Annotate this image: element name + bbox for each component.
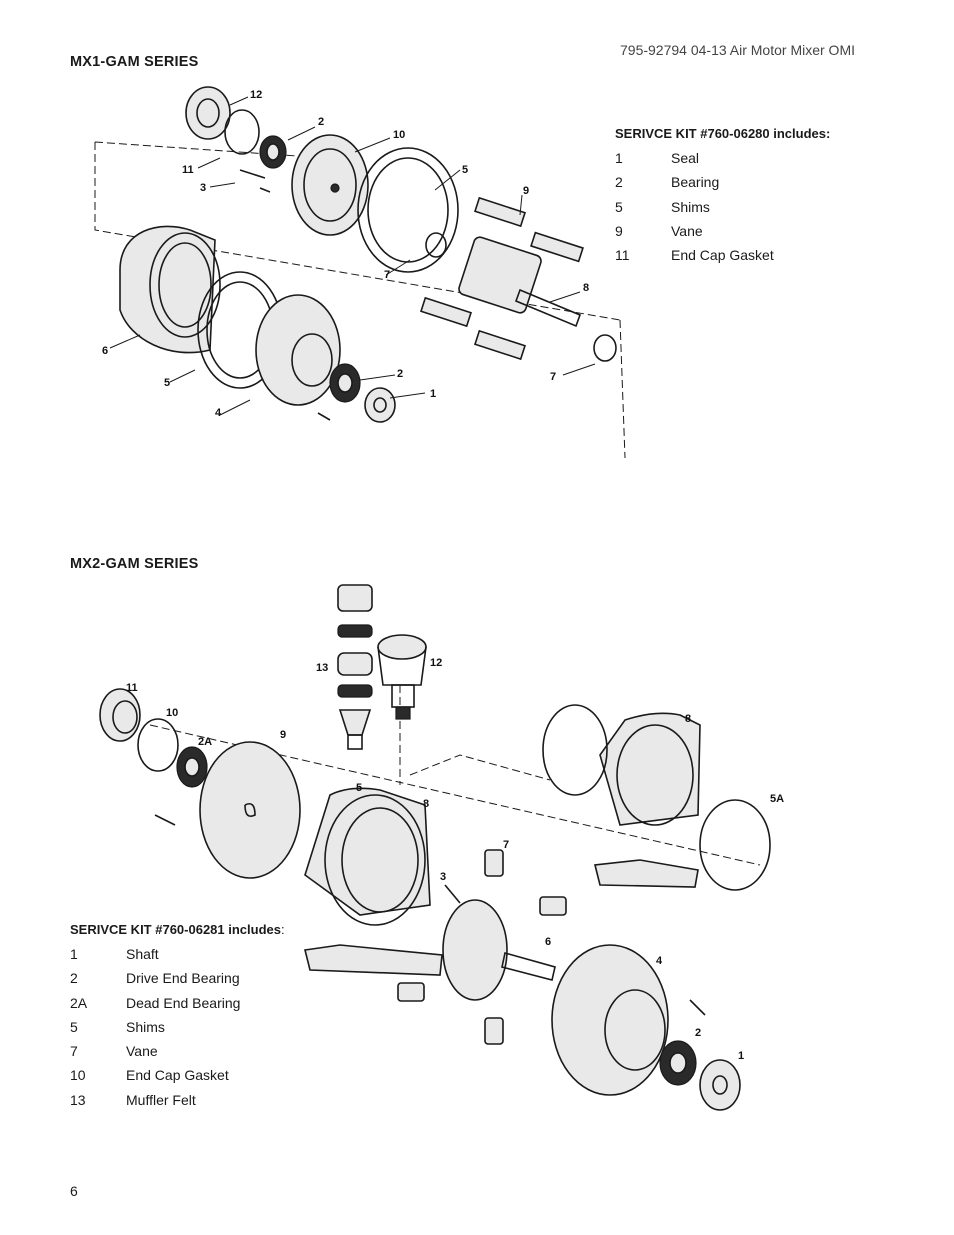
svg-text:12: 12 xyxy=(430,657,442,669)
mx1-leader-lines xyxy=(109,96,596,416)
svg-text:4: 4 xyxy=(656,955,663,967)
page-number: 6 xyxy=(70,1183,78,1199)
mx2-o-ring-top xyxy=(542,704,608,796)
mx2-part-7-vane xyxy=(539,896,567,916)
mx2-part-7-vane xyxy=(484,1017,504,1045)
mx1-part-8-rotor-shaft xyxy=(458,236,582,328)
mx2-part-7-vane xyxy=(484,849,504,877)
svg-text:8: 8 xyxy=(685,713,691,725)
mx2-service-kit-title: SERIVCE KIT #760-06281 includes: xyxy=(70,922,285,937)
svg-text:9: 9 xyxy=(523,185,529,197)
svg-text:5: 5 xyxy=(356,782,362,794)
mx1-part-9-vane xyxy=(474,196,526,228)
svg-text:6: 6 xyxy=(545,936,551,948)
svg-text:4: 4 xyxy=(215,407,222,419)
svg-text:10: 10 xyxy=(166,707,178,719)
svg-text:11: 11 xyxy=(182,164,194,176)
svg-text:1: 1 xyxy=(738,1050,744,1062)
mx2-part-11-endcap xyxy=(99,688,141,742)
mx1-part-6-housing xyxy=(119,225,221,354)
svg-text:2: 2 xyxy=(695,1027,701,1039)
mx2-section-title: MX2-GAM SERIES xyxy=(70,556,199,572)
mx2-part-10-gasket xyxy=(137,718,179,772)
mx1-screw-lower xyxy=(317,412,331,421)
mx1-section-title: MX1-GAM SERIES xyxy=(70,54,199,70)
svg-text:6: 6 xyxy=(102,345,108,357)
mx2-part-6-rotor xyxy=(442,899,556,1001)
mx2-part-3-pin xyxy=(444,884,461,904)
svg-text:12: 12 xyxy=(250,89,262,101)
svg-text:3: 3 xyxy=(440,871,446,883)
mx1-part-1-seal xyxy=(364,387,396,423)
svg-text:7: 7 xyxy=(550,371,556,383)
mx2-part-1-seal xyxy=(699,1059,741,1111)
svg-text:10: 10 xyxy=(393,129,405,141)
mx1-service-kit-title: SERIVCE KIT #760-06280 includes: xyxy=(615,126,831,141)
mx2-part-9-endplate xyxy=(199,741,301,879)
mx1-exploded-diagram: 12 2 10 11 3 5 9 6 8 5 7 2 1 4 7 xyxy=(94,86,626,459)
mx1-part-4-endplate xyxy=(255,294,341,406)
mx2-alignment-lines xyxy=(149,685,761,866)
svg-text:3: 3 xyxy=(200,182,206,194)
mx2-part-12-muffler xyxy=(377,634,427,720)
mx1-part-10-endplate xyxy=(291,134,369,236)
svg-text:9: 9 xyxy=(280,729,286,741)
mx2-part-8-housing-right xyxy=(594,712,701,888)
mx2-part-13-muffler xyxy=(337,584,373,750)
svg-text:13: 13 xyxy=(316,662,328,674)
svg-text:5: 5 xyxy=(164,377,170,389)
mx2-part-7-vane xyxy=(397,982,425,1002)
mx2-part-4-endplate xyxy=(551,944,669,1096)
mx1-part-12 xyxy=(185,86,231,140)
mx1-part-11-gasket xyxy=(224,109,260,155)
mx2-screw-right xyxy=(689,999,706,1016)
svg-text:5A: 5A xyxy=(770,793,784,805)
svg-text:2: 2 xyxy=(318,116,324,128)
document-reference: 795-92794 04-13 Air Motor Mixer OMI xyxy=(620,42,855,58)
mx1-part-7-shim-bottom xyxy=(593,334,617,362)
mx1-part-9-vane xyxy=(530,231,584,263)
mx2-part-5-housing xyxy=(304,787,443,976)
mx1-part-7-shim-top xyxy=(425,232,447,258)
svg-text:7: 7 xyxy=(503,839,509,851)
svg-text:2: 2 xyxy=(397,368,403,380)
mx2-exploded-diagram: 13 12 11 10 2A 9 8 5 8 5A 7 3 6 4 2 1 xyxy=(99,584,784,1111)
svg-text:1: 1 xyxy=(430,388,436,400)
mx1-part-9-vane xyxy=(474,329,526,361)
mx1-part-5-gasket-top xyxy=(357,147,459,273)
mx1-part-2-bearing xyxy=(259,135,287,169)
svg-text:8: 8 xyxy=(583,282,589,294)
mx1-part-3-screw xyxy=(239,169,271,193)
svg-text:2A: 2A xyxy=(198,736,212,748)
svg-text:5: 5 xyxy=(462,164,468,176)
svg-text:7: 7 xyxy=(384,269,390,281)
mx2-part-5a-o-ring xyxy=(699,799,771,891)
mx1-part-9-vane xyxy=(420,296,472,328)
svg-text:11: 11 xyxy=(126,682,138,694)
svg-text:8: 8 xyxy=(423,798,429,810)
mx2-screw xyxy=(154,814,176,826)
